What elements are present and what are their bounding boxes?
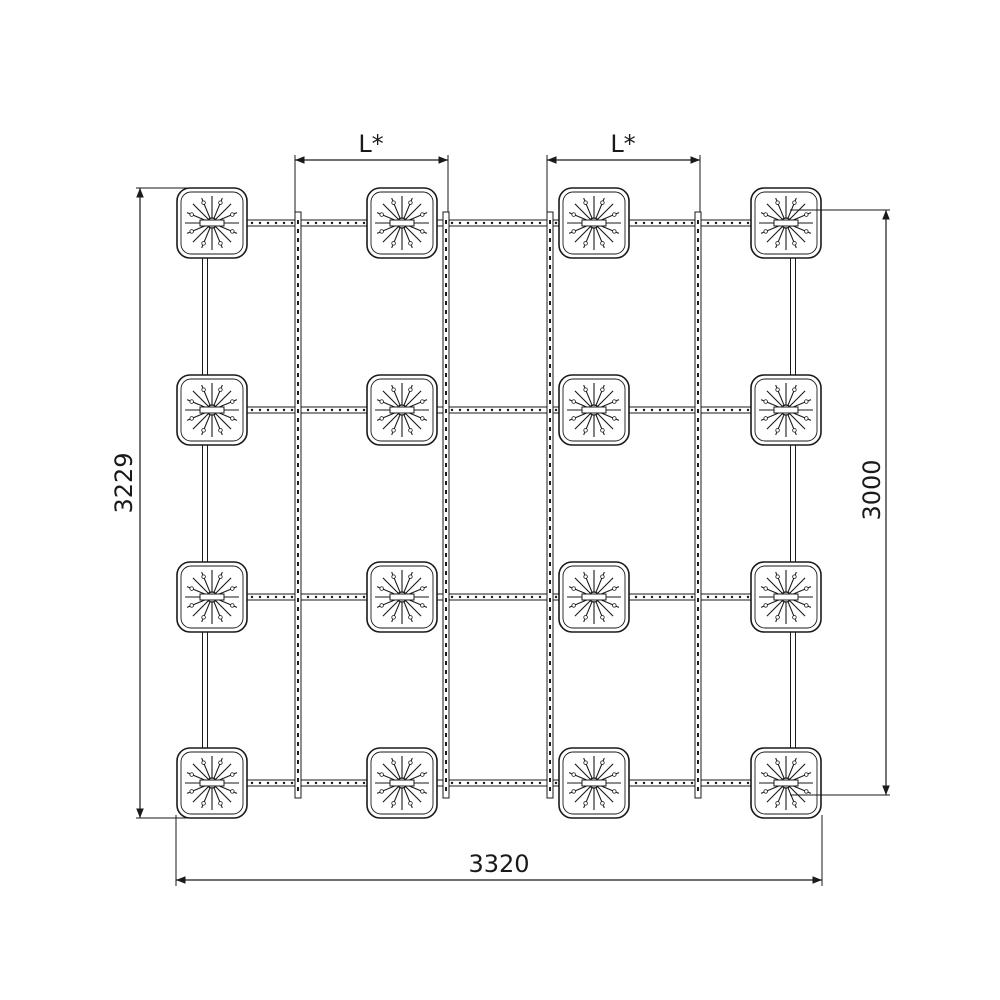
overall-height-label: 3229 [110,452,138,513]
inner-height-label: 3000 [858,459,886,520]
horizontal-beam [204,219,794,227]
frame-structure [202,211,796,799]
pad-support [366,561,438,633]
pad-support [558,374,630,446]
pad-support [750,561,822,633]
pad-support [750,374,822,446]
pad-support [366,187,438,259]
vertical-rod [202,214,208,791]
pad-support [750,187,822,259]
horizontal-beam [204,406,794,414]
pad-support [366,747,438,819]
span-left-label: L* [358,130,383,158]
pad-support [366,374,438,446]
vertical-post [546,211,554,799]
pad-support [176,561,248,633]
pad-support [558,747,630,819]
pad-support [176,747,248,819]
vertical-post [294,211,302,799]
pad-support [176,374,248,446]
dimension-lines: L* L* 3320 3229 3000 [110,130,890,886]
horizontal-beam [204,779,794,787]
pad-support [750,747,822,819]
vertical-post [694,211,702,799]
pad-support [558,561,630,633]
overall-width-label: 3320 [468,850,529,878]
span-right-label: L* [610,130,635,158]
pad-support [176,187,248,259]
horizontal-beam [204,593,794,601]
vertical-rod [790,214,796,791]
pad-support [558,187,630,259]
pad-grid [176,187,822,819]
vertical-post [442,211,450,799]
